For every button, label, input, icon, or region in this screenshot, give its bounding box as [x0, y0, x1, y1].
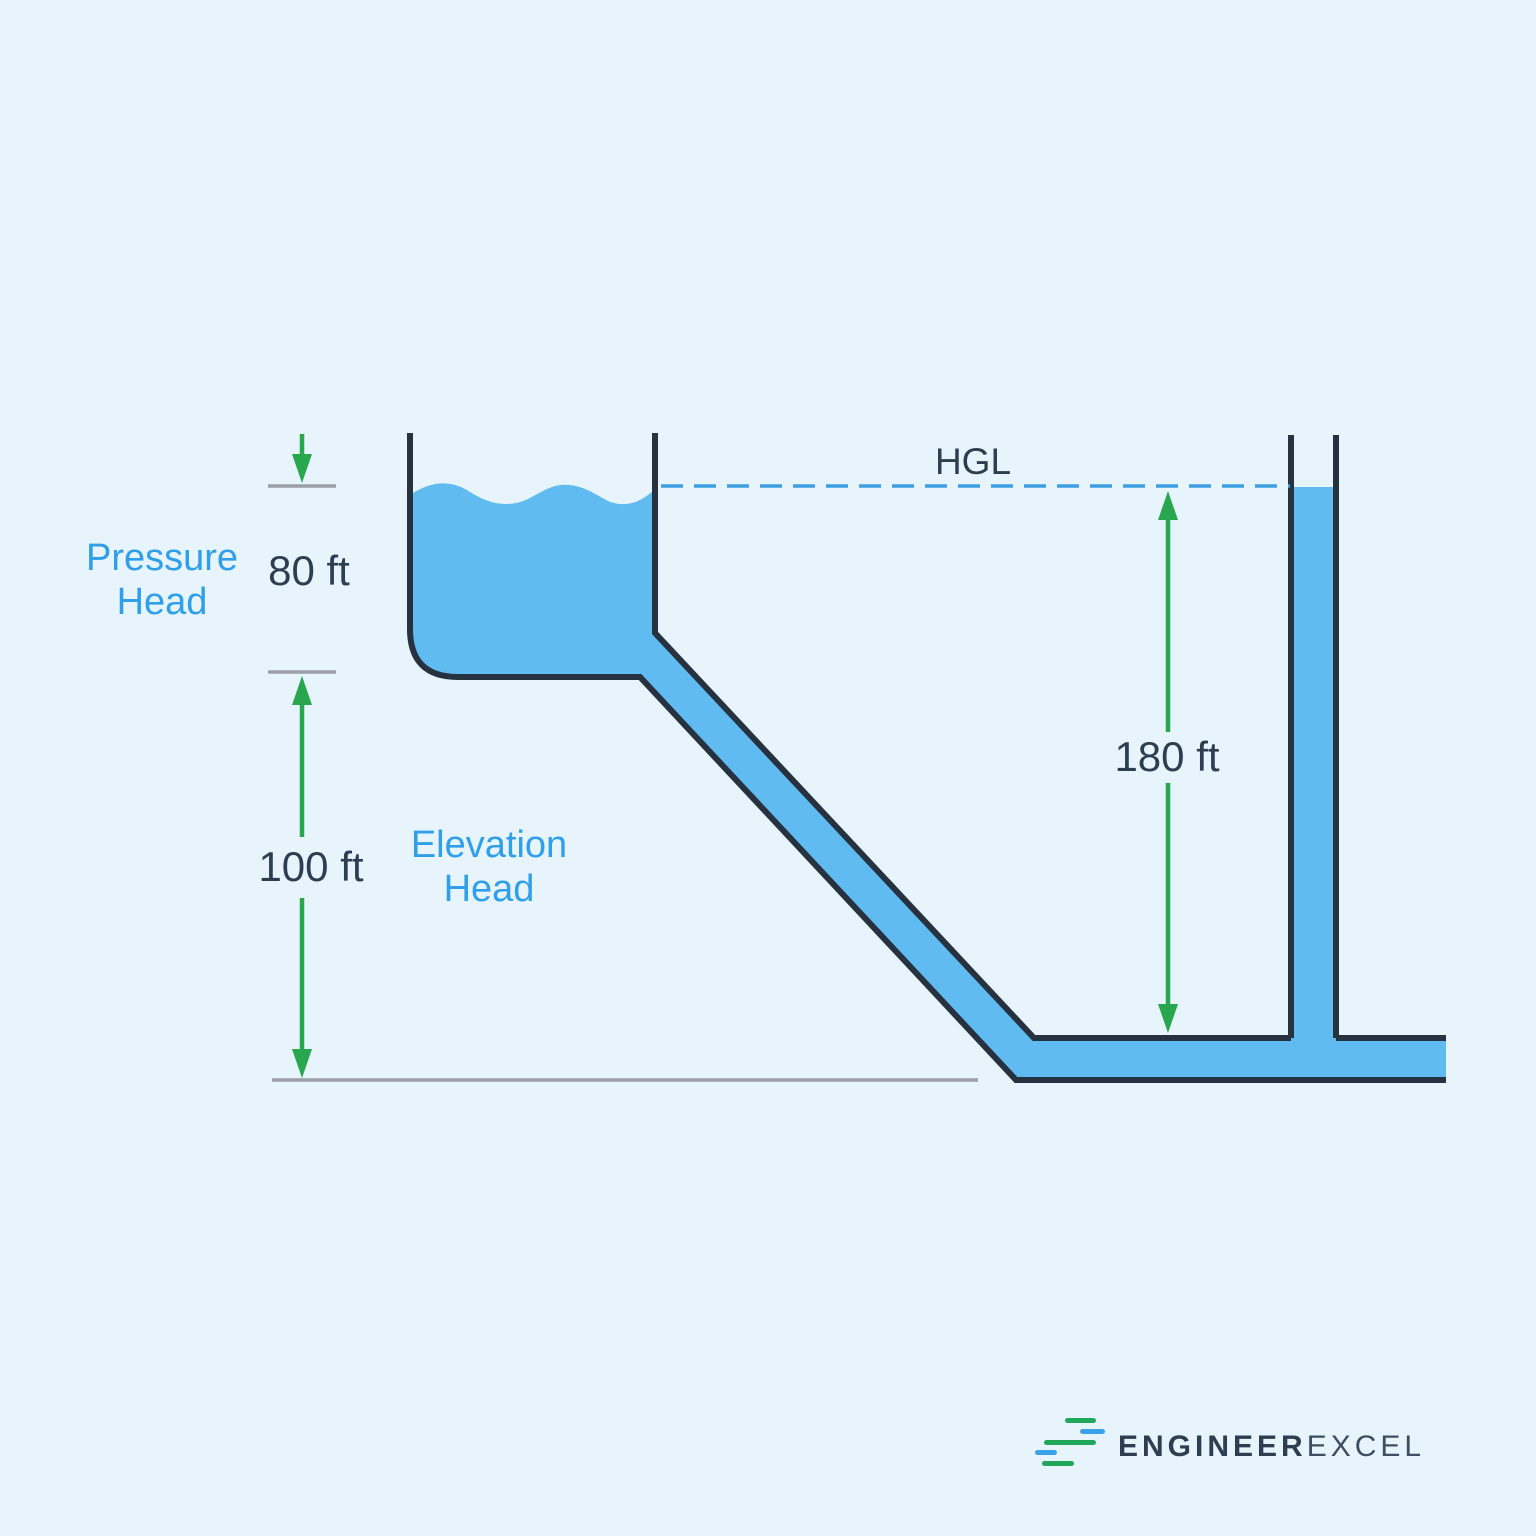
hgl-label: HGL [935, 441, 1011, 482]
logo-text-excel: EXCEL [1307, 1430, 1425, 1463]
pressure-head-label-line1: Pressure [86, 537, 238, 579]
tank-left-wall-and-pipe-bottom [407, 433, 1446, 1083]
reference-lines [268, 484, 978, 1082]
arrowhead-down-icon [292, 1049, 312, 1078]
pressure-head-label-line2: Head [117, 581, 208, 623]
tank-right-wall-and-pipe-top [652, 433, 1291, 1041]
water-fill [410, 483, 1446, 1080]
logo-dashes-icon [1035, 1418, 1105, 1466]
elevation-head-label-line2: Head [444, 868, 535, 910]
logo-dash-green-3 [1042, 1461, 1074, 1466]
logo-dash-blue-2 [1035, 1450, 1057, 1455]
logo-dash-green-2 [1044, 1440, 1096, 1445]
arrowhead-up-icon [1158, 491, 1178, 520]
elevation-head-arrow [292, 676, 312, 1078]
pressure-head-arrow [292, 434, 312, 483]
pressure-head-value: 80 ft [268, 547, 350, 594]
elevation-head-value: 100 ft [258, 843, 363, 890]
hgl-height-arrow [1158, 491, 1178, 1033]
logo-text-engineer: ENGINEER [1118, 1430, 1307, 1463]
engineerexcel-logo: ENGINEEREXCEL [1035, 1418, 1425, 1466]
arrowhead-down-icon [1158, 1004, 1178, 1033]
pipe-walls [407, 433, 1446, 1083]
arrowhead-up-icon [292, 676, 312, 705]
elevation-head-label-line1: Elevation [411, 824, 567, 866]
logo-wordmark: ENGINEEREXCEL [1118, 1430, 1425, 1463]
hgl-height-value: 180 ft [1114, 733, 1219, 780]
dimension-arrows [292, 434, 1178, 1078]
logo-dash-green-1 [1065, 1418, 1096, 1423]
arrowhead-down-icon [292, 454, 312, 483]
logo-dash-blue-1 [1080, 1429, 1105, 1434]
